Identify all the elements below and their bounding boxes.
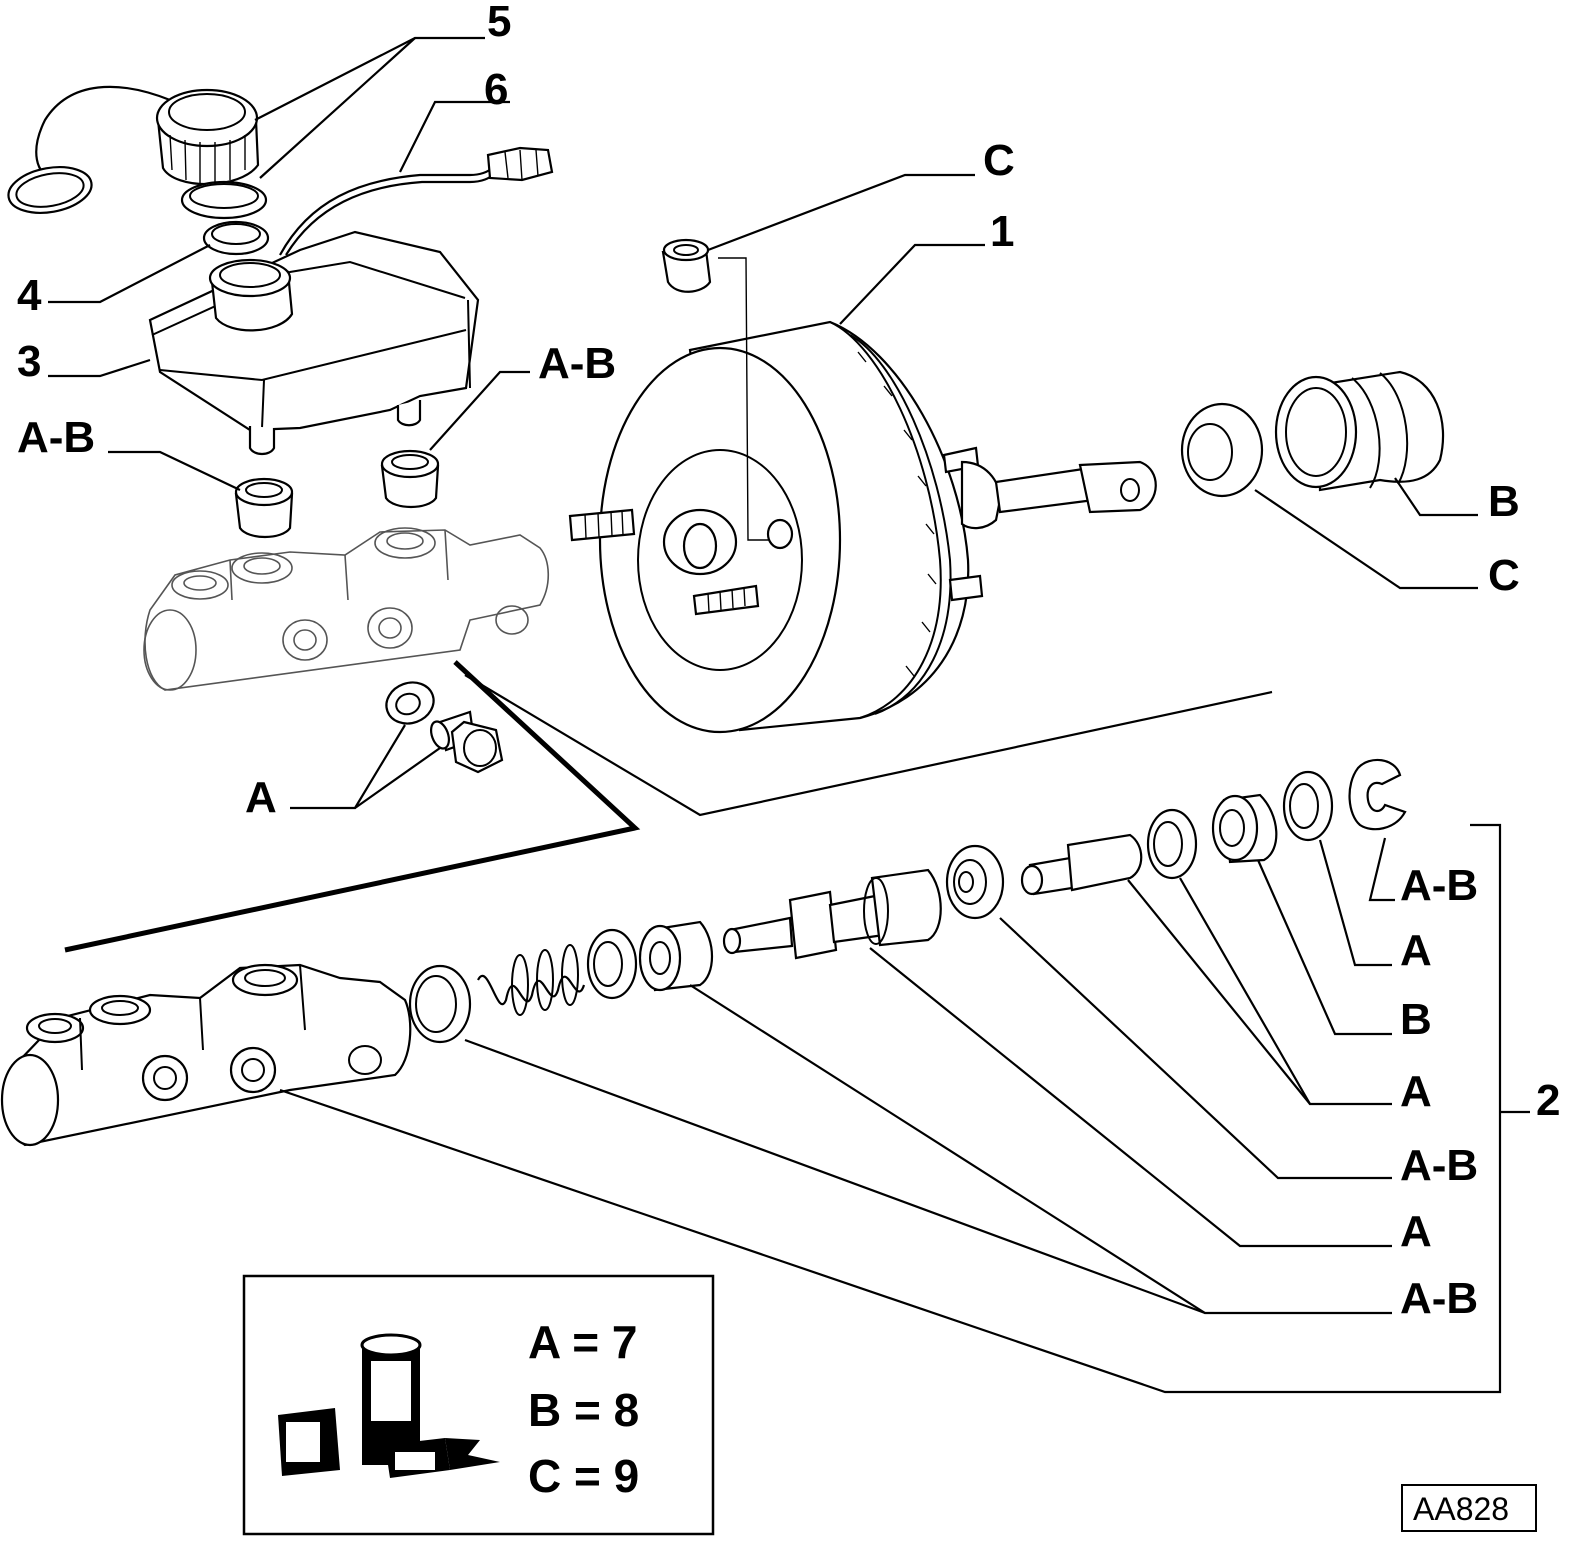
- kit-cup-2: [945, 844, 1005, 920]
- callout-ab-mid: A-B: [538, 339, 616, 388]
- callout-kit-b-1: B: [1400, 995, 1432, 1044]
- kit-washer: [1282, 770, 1334, 842]
- master-cylinder-upper: [143, 527, 550, 691]
- reservoir-grommet-right: [380, 449, 440, 509]
- kit-spring: [477, 944, 586, 1016]
- callout-kit-a-1: A: [1400, 926, 1432, 975]
- kit-circlip: [1348, 758, 1407, 831]
- exploded-view-connector: [64, 660, 641, 953]
- kit-piston-1: [722, 868, 942, 960]
- kit-cup-1: [638, 920, 713, 992]
- brake-servo: [568, 320, 1157, 734]
- callout-c-top: C: [983, 136, 1015, 185]
- callout-ab-left: A-B: [17, 413, 95, 462]
- callout-c-right: C: [1488, 551, 1520, 600]
- drawing-code-box: AA828: [1401, 1484, 1537, 1532]
- exploded-view-connector-2: [464, 674, 1273, 817]
- callout-3: 3: [17, 337, 41, 386]
- servo-seal-ring: [1180, 402, 1264, 498]
- lubricant-products-icon: [278, 1333, 500, 1478]
- master-cylinder-lower: [0, 963, 412, 1147]
- reservoir-grommet-left: [234, 477, 294, 539]
- kit-seal-3: [1146, 808, 1198, 880]
- legend-line-b: B = 8: [528, 1384, 639, 1436]
- callout-kit-ab-1: A-B: [1400, 861, 1478, 910]
- fluid-reservoir: [148, 230, 480, 456]
- callout-kit-ab-3: A-B: [1400, 1274, 1478, 1323]
- drawing-code: AA828: [1413, 1491, 1509, 1527]
- reservoir-seal-ring: [180, 180, 268, 220]
- kit-piston-2: [1020, 833, 1143, 896]
- plug-locator-line: [718, 257, 770, 541]
- callout-a-bottom: A: [245, 773, 277, 822]
- leader-lines: [48, 36, 1530, 1394]
- banjo-bolt: [429, 710, 504, 774]
- callout-kit-a-3: A: [1400, 1207, 1432, 1256]
- reservoir-filter-ring: [202, 220, 270, 256]
- level-sensor-cable: [279, 146, 554, 256]
- callout-kit-a-2: A: [1400, 1067, 1432, 1116]
- kit-seal-2: [586, 928, 638, 1000]
- legend-line-a: A = 7: [528, 1316, 638, 1368]
- legend-box: A = 7 B = 8 C = 9: [242, 1274, 715, 1536]
- reservoir-cap-with-strap: [7, 85, 260, 214]
- servo-rubber-boot: [1274, 370, 1445, 492]
- callout-6: 6: [484, 65, 508, 114]
- bleed-washer: [385, 681, 435, 725]
- kit-seal-1: [408, 964, 472, 1044]
- callout-b-right: B: [1488, 477, 1520, 526]
- legend-line-c: C = 9: [528, 1450, 639, 1502]
- callout-2: 2: [1536, 1076, 1560, 1125]
- vacuum-plug-top: [661, 238, 712, 293]
- callout-4: 4: [17, 271, 42, 320]
- callout-kit-ab-2: A-B: [1400, 1141, 1478, 1190]
- callout-1: 1: [990, 207, 1014, 256]
- callout-5: 5: [487, 0, 511, 46]
- kit-cup-3: [1211, 793, 1278, 864]
